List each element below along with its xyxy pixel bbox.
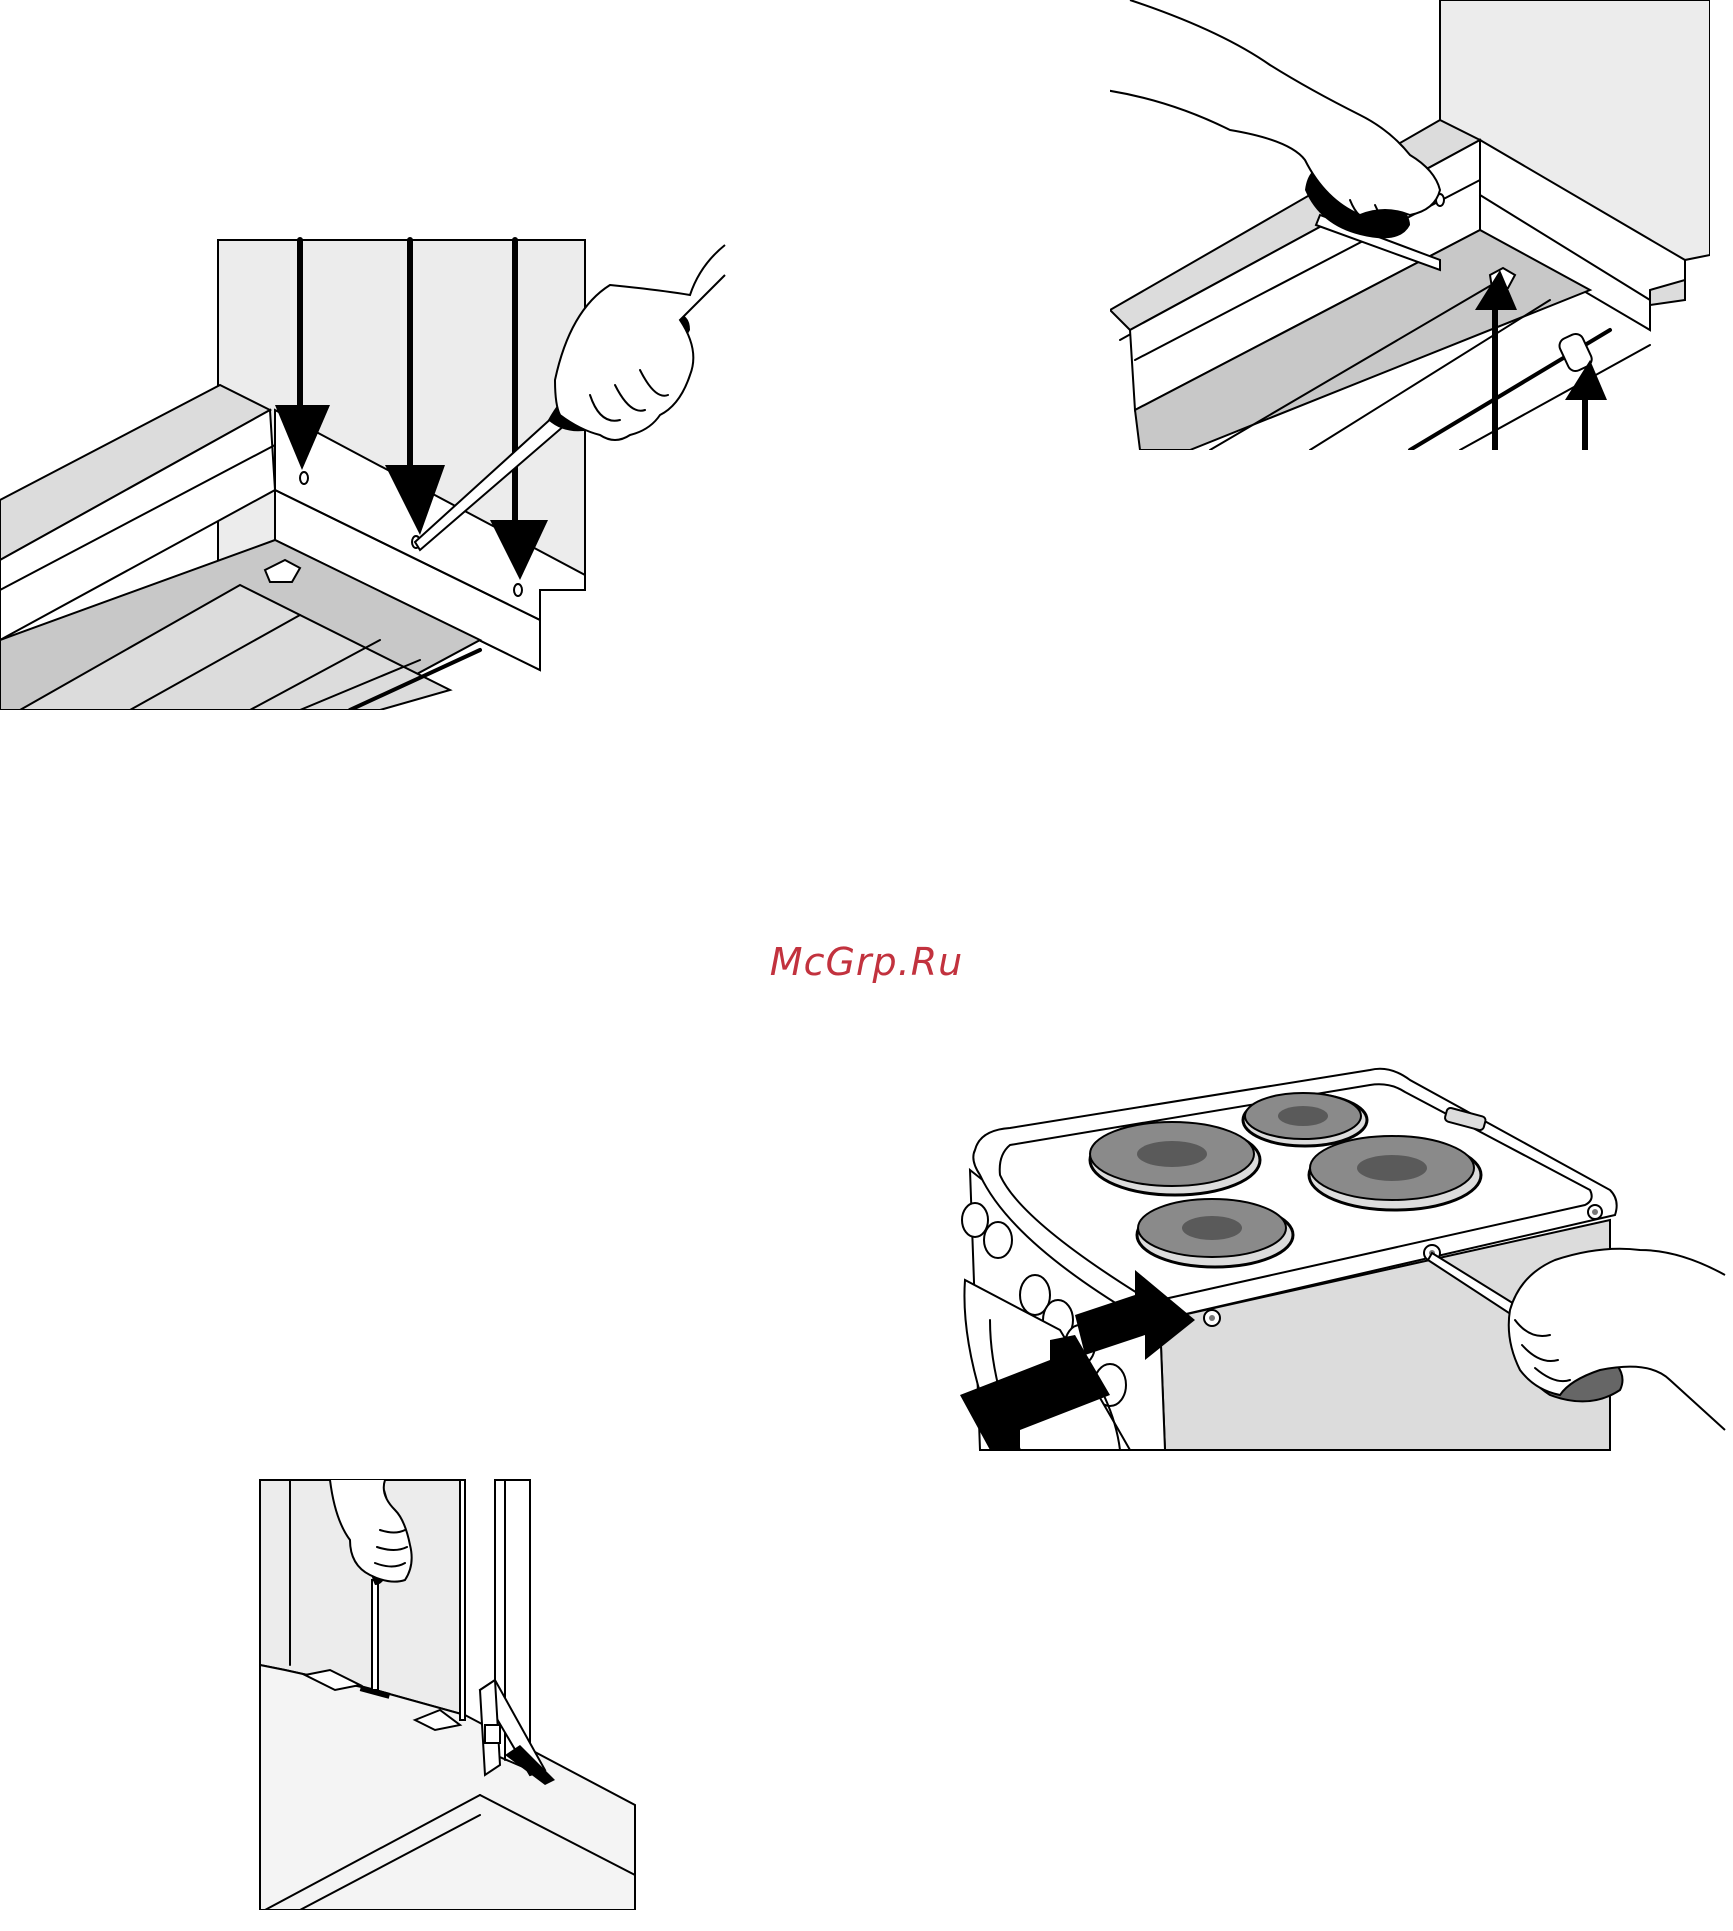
up-arrow-icon [1565,360,1607,450]
hotplate-icon [1243,1093,1367,1146]
figure-middle-right [950,1050,1730,1470]
hotplate-icon [1090,1122,1260,1195]
hotplate-icon [1137,1199,1293,1267]
figure-bottom-left [255,1475,655,1910]
hotplate-icon [1309,1136,1481,1210]
figure-top-right [1110,0,1710,450]
figure-top-left [0,230,730,710]
watermark-text: McGrp.Ru [0,940,1733,984]
hand-icon [1110,0,1440,225]
